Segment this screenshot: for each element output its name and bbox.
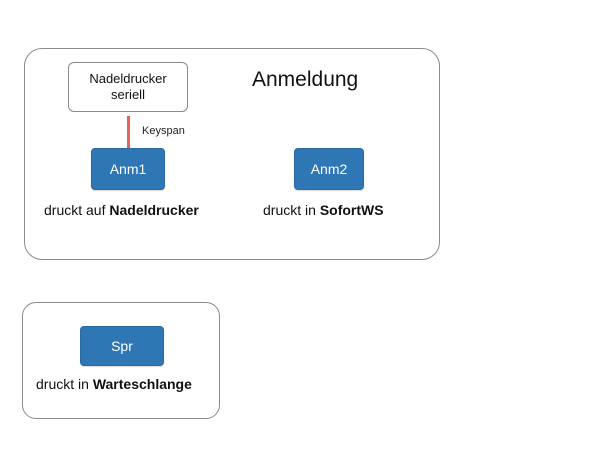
node-spr[interactable]: Spr <box>80 326 164 366</box>
keyspan-connector-label: Keyspan <box>142 125 185 137</box>
anmeldung-title: Anmeldung <box>252 68 359 91</box>
printer-device-label-line2: seriell <box>111 87 145 102</box>
node-anm1-caption: druckt auf Nadeldrucker <box>44 202 199 218</box>
node-anm2-caption: druckt in SofortWS <box>263 202 384 218</box>
node-spr-caption-target: Warteschlange <box>92 376 192 392</box>
printer-device-label-line1: Nadeldrucker <box>89 71 167 86</box>
node-anm1-caption-target: Nadeldrucker <box>109 202 199 218</box>
node-anm2[interactable]: Anm2 <box>294 148 364 190</box>
node-anm2-caption-prefix: druckt in <box>263 202 316 218</box>
node-anm1-label: Anm1 <box>109 161 147 177</box>
node-spr-label: Spr <box>111 338 133 354</box>
node-anm2-caption-target: SofortWS <box>319 202 384 218</box>
node-anm1[interactable]: Anm1 <box>91 148 165 190</box>
node-anm1-caption-prefix: druckt auf <box>44 202 106 218</box>
node-anm2-label: Anm2 <box>310 161 348 177</box>
node-spr-caption: druckt in Warteschlange <box>36 376 192 392</box>
keyspan-connector-line <box>127 116 130 148</box>
printer-device-box: Nadeldrucker seriell <box>68 62 188 112</box>
node-spr-caption-prefix: druckt in <box>36 376 89 392</box>
